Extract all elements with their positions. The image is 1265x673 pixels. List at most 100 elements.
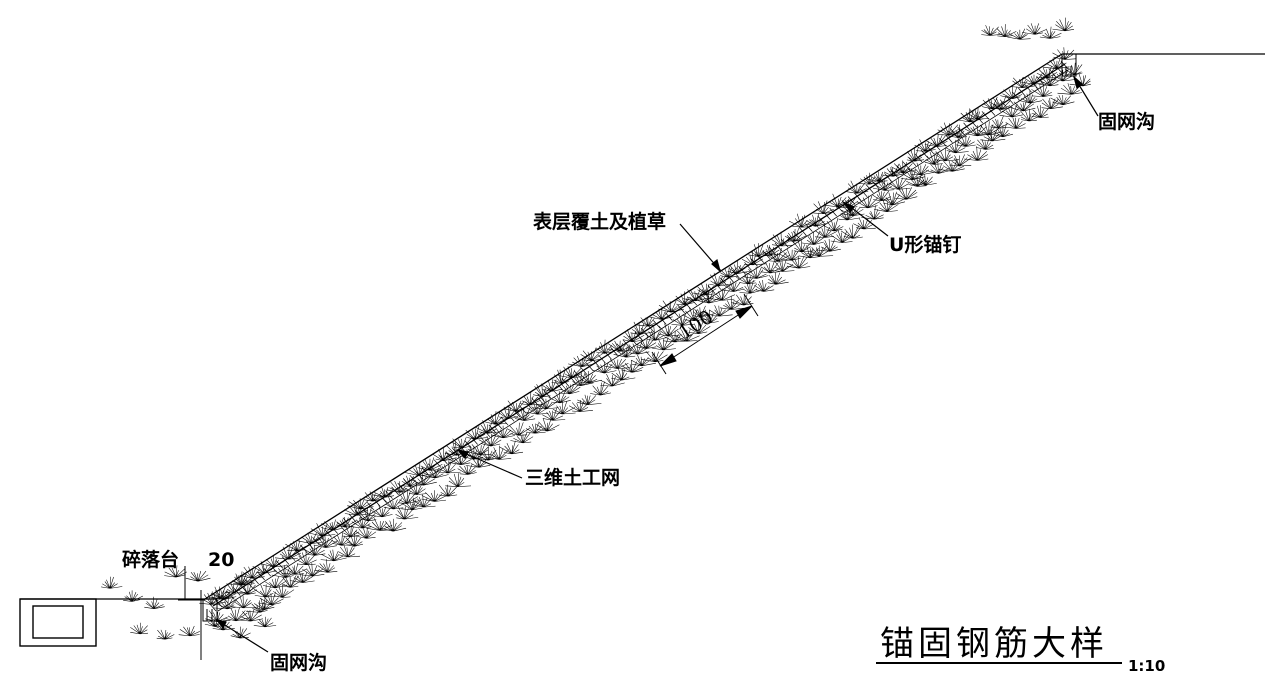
grass-tuft bbox=[478, 434, 502, 447]
grass-tuft bbox=[858, 172, 882, 185]
grass-tuft bbox=[600, 373, 625, 387]
grass-tuft bbox=[568, 354, 595, 367]
grass-tuft bbox=[872, 180, 895, 191]
drainage-ditch bbox=[19, 598, 97, 647]
grass-tuft bbox=[622, 329, 646, 343]
grass-tuft bbox=[395, 506, 419, 520]
grass-tuft bbox=[947, 124, 969, 138]
grass-tuft bbox=[548, 389, 571, 404]
grass-tuft bbox=[338, 545, 361, 558]
grass-tuft bbox=[577, 394, 602, 405]
grass-tuft bbox=[438, 484, 458, 497]
bottom-trench-label: 固网沟 bbox=[270, 651, 327, 673]
grass-tuft bbox=[861, 205, 884, 220]
grass-tuft bbox=[123, 590, 144, 602]
grass-tuft bbox=[448, 454, 472, 465]
grass-tuft bbox=[348, 518, 372, 529]
grass-tuft bbox=[945, 139, 969, 154]
grass-tuft bbox=[691, 283, 717, 296]
grass-tuft bbox=[290, 570, 315, 583]
grass-tuft bbox=[513, 407, 536, 421]
grass-tuft bbox=[320, 549, 347, 562]
grass-tuft bbox=[504, 400, 529, 412]
berm-label: 碎落台 bbox=[122, 548, 179, 571]
drawing-scale: 1:10 bbox=[1128, 657, 1165, 673]
grass-tuft bbox=[525, 422, 547, 434]
grass-tuft bbox=[100, 576, 123, 589]
grass-tuft bbox=[285, 540, 307, 552]
grass-tuft bbox=[741, 250, 766, 266]
grass-tuft bbox=[1007, 28, 1031, 40]
grass-tuft bbox=[380, 518, 407, 532]
grass-tuft bbox=[906, 173, 927, 187]
grass-tuft bbox=[130, 622, 149, 635]
grass-tuft bbox=[1012, 97, 1036, 112]
grass-tuft bbox=[1052, 17, 1075, 32]
grass-tuft bbox=[779, 249, 801, 261]
grass-tuft bbox=[934, 147, 960, 162]
grass-tuft bbox=[635, 316, 657, 327]
grass-tuft bbox=[806, 245, 834, 257]
grass-tuft bbox=[816, 238, 841, 252]
grass-tuft bbox=[999, 103, 1023, 118]
grass-tuft bbox=[889, 176, 911, 190]
grass-tuft bbox=[421, 490, 447, 502]
grass-tuft bbox=[541, 379, 562, 392]
grass-tuft bbox=[253, 584, 279, 598]
grass-tuft bbox=[814, 224, 838, 238]
grass-tuft bbox=[1050, 95, 1075, 106]
grass-tuft bbox=[592, 361, 617, 374]
grass-tuft bbox=[976, 137, 994, 150]
grass-tuft bbox=[701, 309, 719, 324]
grass-tuft bbox=[383, 495, 405, 510]
grass-tuft bbox=[364, 491, 385, 502]
grass-tuft bbox=[232, 575, 255, 586]
grass-tuft bbox=[252, 561, 277, 574]
surface-soil-label: 表层覆土及植草 bbox=[533, 210, 666, 233]
grass-tuft bbox=[605, 358, 630, 369]
grass-tuft bbox=[743, 266, 769, 279]
grass-tuft bbox=[872, 189, 892, 201]
grass-tuft bbox=[708, 305, 733, 317]
grass-tuft bbox=[996, 24, 1017, 37]
grass-tuft bbox=[560, 383, 581, 395]
grass-tuft bbox=[185, 570, 211, 582]
grass-tuft bbox=[911, 173, 937, 186]
grass-tuft bbox=[631, 354, 656, 367]
grass-tuft bbox=[721, 281, 745, 292]
grass-tuft bbox=[432, 447, 457, 462]
grass-tuft bbox=[213, 595, 237, 610]
drawing-title: 锚固钢筋大样 bbox=[880, 624, 1108, 664]
grass-tuft bbox=[698, 289, 723, 304]
grass-tuft bbox=[907, 162, 934, 176]
bottom-anchor-trench bbox=[178, 566, 218, 660]
grass-tuft bbox=[404, 483, 427, 495]
grass-tuft bbox=[956, 135, 976, 147]
grass-tuft bbox=[314, 559, 338, 573]
grass-tuft bbox=[980, 128, 1006, 142]
grass-tuft bbox=[457, 463, 477, 475]
grass-tuft bbox=[552, 401, 576, 415]
top-trench-label: 固网沟 bbox=[1098, 110, 1155, 133]
grass-tuft bbox=[1000, 85, 1023, 99]
grass-tuft bbox=[225, 582, 249, 594]
grass-tuft bbox=[651, 337, 676, 351]
grass-tuft bbox=[792, 238, 814, 253]
grass-tuft bbox=[497, 405, 520, 420]
grass-tuft bbox=[801, 231, 824, 245]
grass-tuft bbox=[434, 458, 461, 474]
grass-tuft bbox=[1018, 90, 1043, 104]
grass-tuft bbox=[262, 576, 288, 589]
grass-tuft bbox=[400, 497, 423, 511]
grass-tuft bbox=[649, 307, 673, 320]
grass-tuft bbox=[536, 417, 560, 432]
grass-tuft bbox=[830, 229, 853, 243]
grass-tuft bbox=[748, 243, 770, 257]
grass-tuft bbox=[709, 272, 731, 287]
grass-tuft bbox=[613, 345, 636, 358]
grass-tuft bbox=[485, 411, 508, 425]
grass-tuft bbox=[1031, 84, 1053, 97]
grass-tuft bbox=[894, 186, 918, 200]
grass-tuft bbox=[906, 147, 925, 162]
